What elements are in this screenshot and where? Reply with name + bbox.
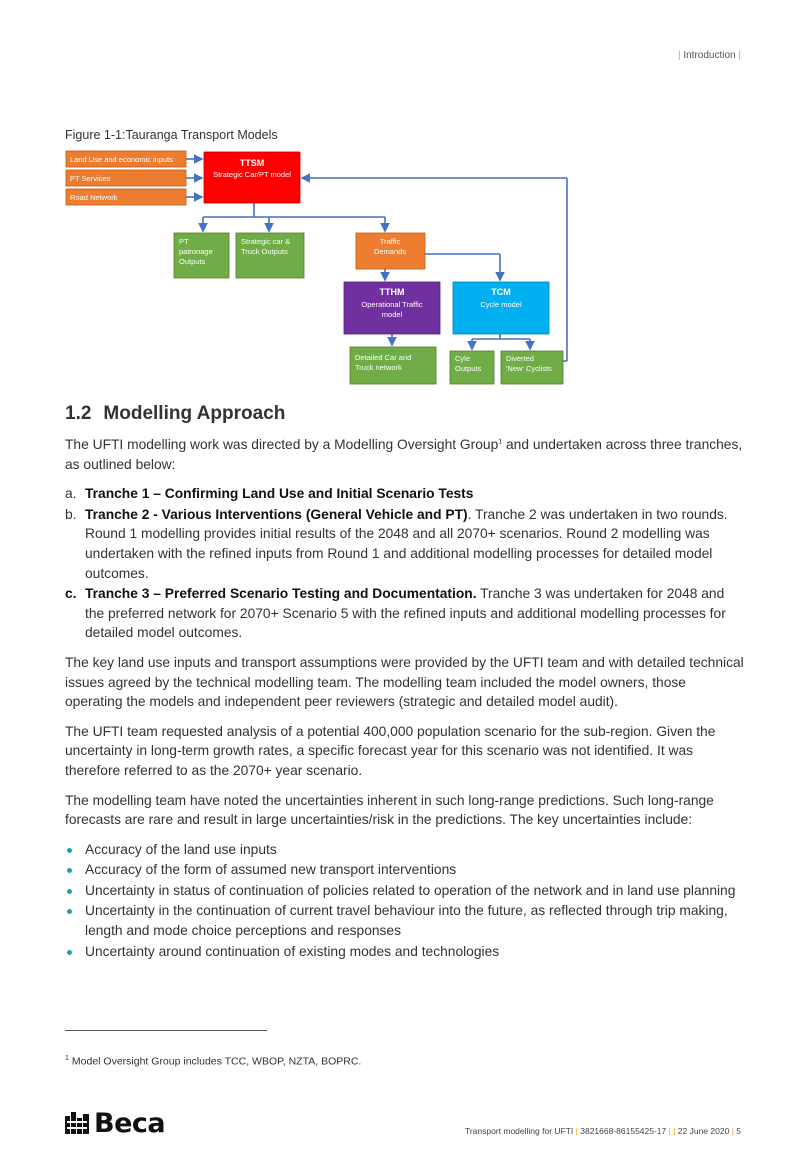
logo-text: Beca — [94, 1108, 166, 1139]
diverted-cyclists-box: Diverted 'New' Cyclists — [500, 350, 564, 385]
tthm-title: TTHM — [380, 287, 405, 297]
cyle-outputs-line-1: Cyle — [455, 354, 470, 363]
bullet-icon — [67, 909, 72, 915]
tthm-subtitle-1: Operational Traffic — [361, 300, 422, 309]
car-outputs-line-2: Truck Outputs — [241, 247, 288, 256]
ttsm-subtitle: Strategic Car/PT model — [213, 170, 291, 179]
uncertainties-list: Accuracy of the land use inputs Accuracy… — [65, 840, 745, 962]
pt-outputs-box: PT patronage Outputs — [173, 232, 230, 279]
bullet-text: Uncertainty in status of continuation of… — [85, 882, 736, 898]
diverted-line-1: Diverted — [506, 354, 534, 363]
tranche-item: c. Tranche 3 – Preferred Scenario Testing… — [65, 584, 745, 643]
page-footer: Transport modelling for UFTI | 3821668-8… — [464, 1126, 741, 1136]
input-pt-services-label: PT Services — [70, 174, 111, 183]
intro-text-b: and undertaken across three tranches, as… — [65, 437, 743, 472]
input-pt-services-box: PT Services — [65, 169, 187, 187]
detailed-line-2: Truck network — [355, 363, 402, 372]
footer-date: 22 June 2020 — [677, 1126, 730, 1136]
tcm-box: TCM Cycle model — [452, 281, 550, 335]
bullet-text: Accuracy of the form of assumed new tran… — [85, 862, 457, 878]
detailed-car-truck-box: Detailed Car and Truck network — [349, 346, 437, 385]
beca-mark-icon — [65, 1111, 89, 1134]
footnote-mark: 1 — [65, 1055, 69, 1062]
bullet-text: Uncertainty in the continuation of curre… — [85, 903, 728, 939]
cyle-outputs-line-2: Outputs — [455, 364, 482, 373]
intro-text-a: The UFTI modelling work was directed by … — [65, 437, 499, 452]
ttsm-title: TTSM — [240, 158, 265, 168]
tranche-letter: b. — [65, 506, 77, 522]
footnote-divider — [65, 1030, 267, 1031]
list-item: Accuracy of the land use inputs — [65, 840, 745, 860]
ttsm-box: TTSM Strategic Car/PT model — [203, 151, 301, 204]
footnote-ref: 1 — [498, 438, 503, 446]
paragraph-assumptions: The key land use inputs and transport as… — [65, 654, 744, 710]
input-land-use-label: Land Use and economic inputs — [70, 155, 173, 164]
pt-outputs-line-1: PT — [179, 237, 189, 246]
tranche-text: . Tranche 2 was undertaken in two rounds… — [85, 506, 728, 581]
tranche-heading: Tranche 3 – Preferred Scenario Testing a… — [85, 586, 477, 602]
list-item: Accuracy of the form of assumed new tran… — [65, 860, 745, 880]
page-number: 5 — [736, 1126, 741, 1136]
header-section: Introduction — [683, 50, 736, 61]
section-number: 1.2 — [65, 403, 92, 424]
tranche-heading: Tranche 1 – Confirming Land Use and Init… — [85, 486, 474, 502]
transport-models-diagram: Land Use and economic inputs PT Services… — [65, 150, 568, 385]
bullet-text: Accuracy of the land use inputs — [85, 841, 277, 857]
bullet-icon — [67, 868, 72, 874]
bullet-icon — [67, 949, 72, 955]
tranche-letter: c. — [65, 586, 77, 602]
footer-doc-title: Transport modelling for UFTI — [464, 1126, 574, 1136]
list-item: Uncertainty around continuation of exist… — [65, 942, 745, 962]
tthm-subtitle-2: model — [382, 310, 403, 319]
bullet-icon — [67, 888, 72, 894]
bullet-text: Uncertainty around continuation of exist… — [85, 943, 500, 959]
tranche-list: a. Tranche 1 – Confirming Land Use and In… — [65, 484, 745, 643]
detailed-line-1: Detailed Car and — [355, 353, 411, 362]
tranche-item: b. Tranche 2 - Various Interventions (Gen… — [65, 505, 745, 583]
paragraph-uncertainties: The modelling team have noted the uncert… — [65, 792, 714, 828]
cyle-outputs-box: Cyle Outputs — [449, 350, 495, 385]
section-heading: 1.2 Modelling Approach — [65, 403, 285, 425]
pt-outputs-line-2: patronage — [179, 247, 213, 256]
car-truck-outputs-box: Strategic car & Truck Outputs — [235, 232, 305, 279]
section-title: Modelling Approach — [103, 403, 286, 424]
beca-logo: Beca — [65, 1108, 166, 1139]
tcm-title: TCM — [491, 287, 511, 297]
section-body: The UFTI modelling work was directed by … — [65, 435, 745, 962]
traffic-demands-line-2: Demands — [374, 247, 406, 256]
pt-outputs-line-3: Outputs — [179, 257, 206, 266]
car-outputs-line-1: Strategic car & — [241, 237, 290, 246]
tthm-box: TTHM Operational Traffic model — [343, 281, 441, 335]
footer-reference: 3821668-86155425-17 — [580, 1126, 667, 1136]
tranche-text: Tranche 3 was undertaken for 2048 and th… — [85, 586, 726, 641]
page-header: | Introduction | — [677, 50, 741, 61]
list-item: Uncertainty in the continuation of curre… — [65, 901, 745, 940]
input-land-use-box: Land Use and economic inputs — [65, 150, 187, 168]
list-item: Uncertainty in status of continuation of… — [65, 881, 745, 901]
input-road-network-box: Road Network — [65, 188, 187, 206]
tranche-heading: Tranche 2 - Various Interventions (Gener… — [85, 506, 464, 522]
tranche-item: a. Tranche 1 – Confirming Land Use and In… — [65, 484, 745, 504]
input-road-network-label: Road Network — [70, 193, 118, 202]
paragraph-population-scenario: The UFTI team requested analysis of a po… — [65, 723, 716, 778]
diverted-line-2: 'New' Cyclists — [506, 364, 552, 373]
traffic-demands-line-1: Traffic — [380, 237, 401, 246]
footnote-text: Model Oversight Group includes TCC, WBOP… — [71, 1055, 362, 1068]
bullet-icon — [67, 847, 72, 853]
traffic-demands-box: Traffic Demands — [355, 232, 426, 270]
intro-paragraph: The UFTI modelling work was directed by … — [65, 435, 745, 474]
tranche-letter: a. — [65, 486, 77, 502]
figure-caption: Figure 1-1:Tauranga Transport Models — [65, 128, 278, 142]
tcm-subtitle: Cycle model — [480, 300, 522, 309]
tranche-heading-end: ) — [463, 506, 468, 522]
